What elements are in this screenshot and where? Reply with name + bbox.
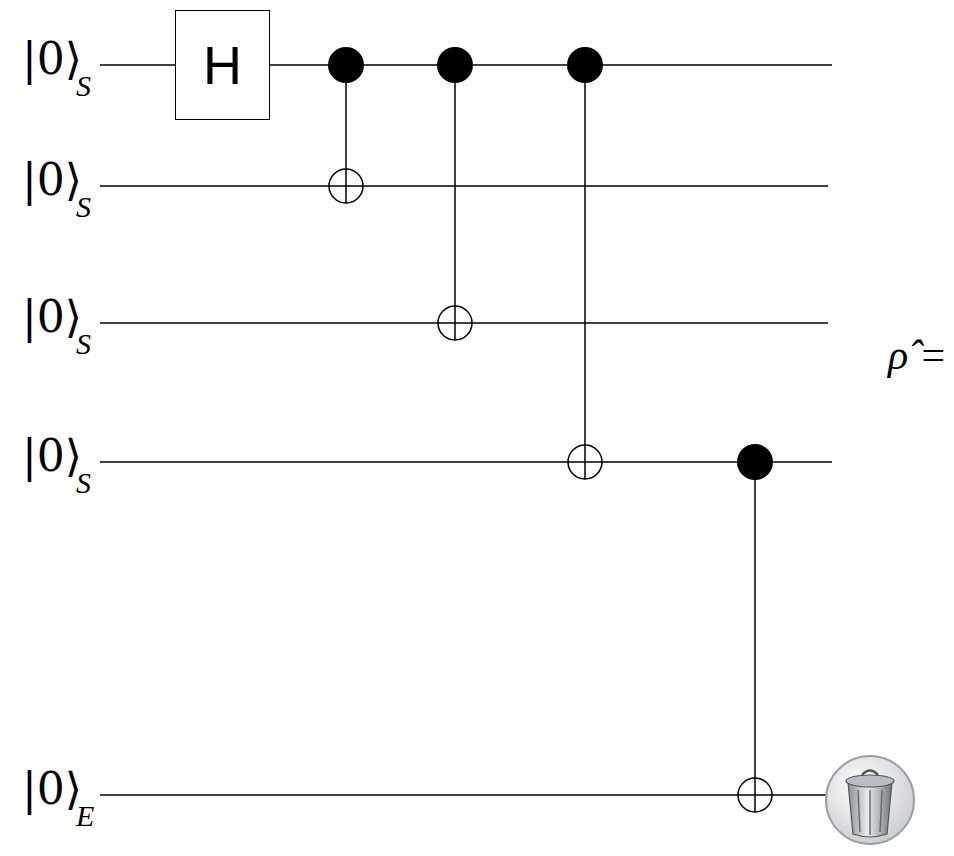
subscript-label: S xyxy=(76,192,91,222)
ket-label: |0⟩ xyxy=(22,37,82,81)
control-dot xyxy=(737,444,773,480)
ket-label: |0⟩ xyxy=(22,295,82,339)
gate-label: H xyxy=(203,34,242,96)
trash-can-icon xyxy=(826,756,914,844)
density-matrix-label: ρ̂ = xyxy=(888,334,947,376)
subscript-label: E xyxy=(76,801,94,831)
cnot-target xyxy=(738,778,772,812)
cnot-link xyxy=(454,65,456,340)
control-dot xyxy=(328,47,364,83)
control-dot xyxy=(437,47,473,83)
subscript-label: S xyxy=(76,329,91,359)
subscript-label: S xyxy=(76,71,91,101)
cnot-target xyxy=(329,169,363,203)
control-dot xyxy=(567,47,603,83)
ket-label: |0⟩ xyxy=(22,158,82,202)
qubit-wire xyxy=(100,461,832,463)
qubit-wire xyxy=(100,322,828,324)
gate-box: H xyxy=(175,10,270,120)
cnot-link xyxy=(345,65,347,203)
cnot-target xyxy=(438,306,472,340)
cnot-target xyxy=(568,445,602,479)
environment-wire xyxy=(100,794,826,796)
ket-label: |0⟩ xyxy=(22,767,82,811)
ket-label: |0⟩ xyxy=(22,434,82,478)
cnot-link xyxy=(584,65,586,479)
cnot-link xyxy=(754,462,756,812)
qubit-wire xyxy=(100,185,828,187)
subscript-label: S xyxy=(76,468,91,498)
